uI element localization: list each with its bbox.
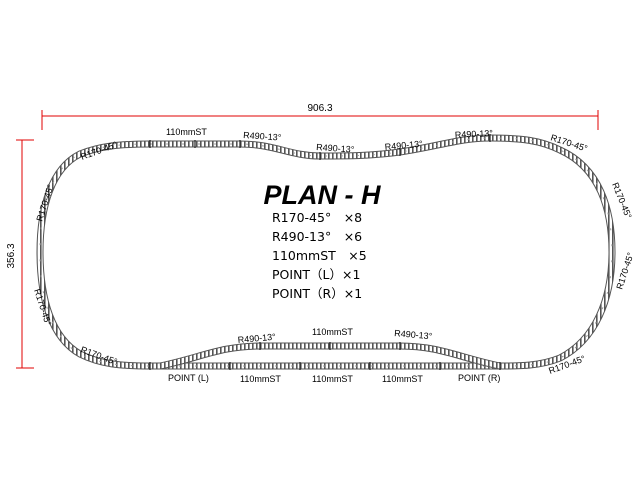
plan-title: PLAN - H — [264, 180, 381, 210]
label-left-r170-1: R170-45° — [79, 139, 119, 162]
label-point-left: POINT (L) — [168, 373, 209, 383]
rail-joints — [149, 134, 501, 370]
label-right-r170-2: R170-45° — [610, 181, 634, 220]
label-top-r490-2: R490-13° — [316, 142, 355, 155]
label-top-r490-1: R490-13° — [243, 130, 282, 143]
parts-item-point-l: POINT（L）×1 — [272, 267, 360, 282]
label-bottom-st-2: 110mmST — [312, 374, 353, 384]
label-bottom-st-3: 110mmST — [382, 374, 423, 384]
label-top-r490-3: R490-13° — [384, 139, 423, 152]
width-dimension: 906.3 — [41, 103, 599, 130]
parts-item-110st: 110mmST ×5 — [272, 248, 367, 263]
label-left-r170-2: R170-45° — [34, 183, 55, 223]
parts-item-r170: R170-45° ×8 — [272, 210, 362, 225]
height-label: 356.3 — [6, 243, 17, 268]
label-right-r170-3: R170-45° — [614, 251, 635, 291]
label-top-straight: 110mmST — [166, 127, 207, 137]
height-dimension: 356.3 — [6, 139, 34, 369]
parts-item-r490: R490-13° ×6 — [272, 229, 362, 244]
parts-item-point-r: POINT（R）×1 — [272, 286, 362, 301]
label-inner-r490-right: R490-13° — [394, 328, 433, 341]
label-point-right: POINT (R) — [458, 373, 500, 383]
label-inner-r490-left: R490-13° — [237, 332, 276, 345]
label-inner-straight: 110mmST — [312, 327, 353, 337]
width-label: 906.3 — [307, 103, 332, 114]
label-top-r490-4: R490-13° — [455, 128, 494, 140]
label-bottom-st-1: 110mmST — [240, 374, 281, 384]
main-loop-track — [36, 134, 616, 370]
